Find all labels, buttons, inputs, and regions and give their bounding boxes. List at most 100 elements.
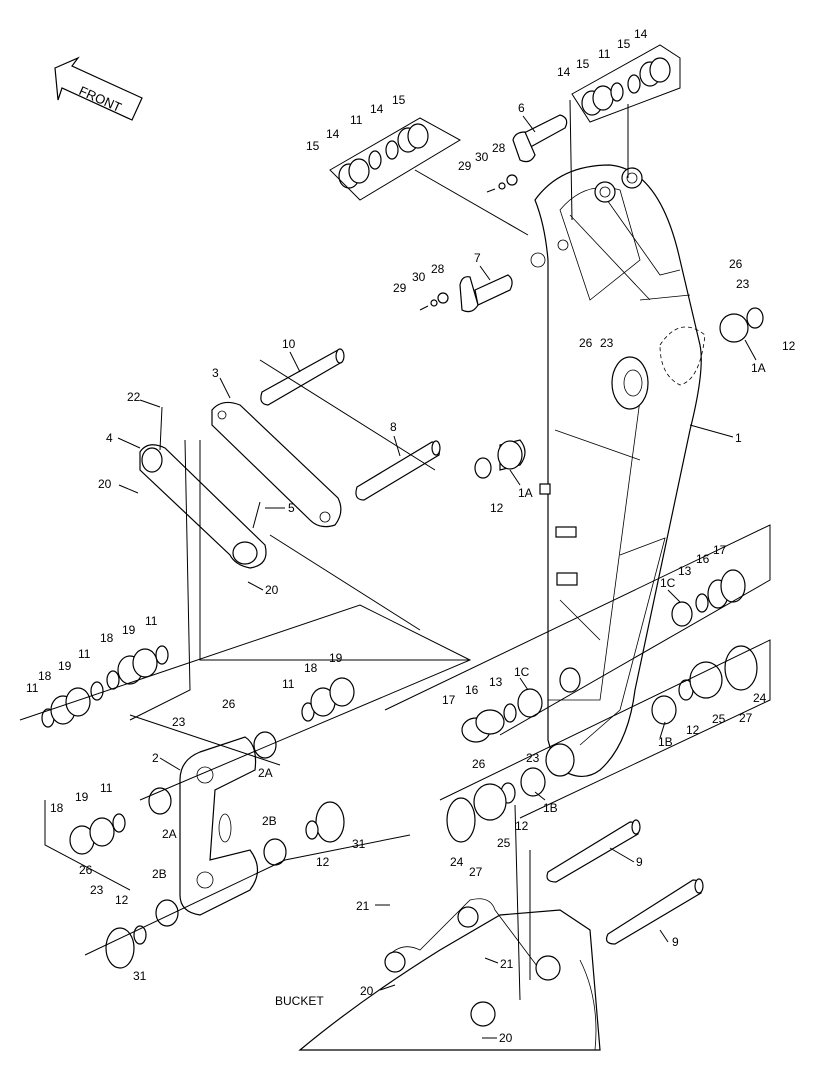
callout-12: 12 [782, 339, 796, 353]
bucket-label: BUCKET [275, 994, 324, 1008]
callout-26: 26 [472, 757, 486, 771]
callout-6: 6 [518, 101, 525, 115]
callout-1c: 1C [660, 576, 676, 590]
callout-1b: 1B [543, 801, 558, 815]
callout-20: 20 [499, 1031, 513, 1045]
callout-leaders [117, 115, 757, 1039]
callout-14: 14 [370, 102, 384, 116]
callout-18: 18 [50, 801, 64, 815]
callout-30: 30 [475, 150, 489, 164]
callout-2: 2 [152, 751, 159, 765]
callout-23: 23 [600, 336, 614, 350]
callout-26: 26 [79, 863, 93, 877]
callout-20: 20 [360, 984, 374, 998]
callout-11: 11 [78, 647, 91, 661]
callout-11: 11 [145, 614, 158, 628]
callout-14: 14 [326, 127, 340, 141]
callout-15: 15 [576, 57, 590, 71]
front-arrow: FRONT [54, 56, 143, 121]
callout-8: 8 [390, 420, 397, 434]
callout-14: 14 [634, 27, 648, 41]
callout-13: 13 [489, 675, 503, 689]
washer-stack-left-lower [69, 813, 126, 855]
callout-11: 11 [26, 681, 39, 695]
callout-22: 22 [127, 390, 141, 404]
callout-12: 12 [115, 893, 129, 907]
callout-25: 25 [497, 836, 511, 850]
callout-3: 3 [212, 366, 219, 380]
callout-27: 27 [739, 711, 753, 725]
callout-16: 16 [465, 683, 479, 697]
callout-21: 21 [500, 957, 514, 971]
bucket-outline [298, 898, 601, 1051]
callout-24: 24 [753, 691, 767, 705]
rod-part [139, 444, 267, 569]
callout-1a: 1A [518, 486, 533, 500]
callout-15: 15 [306, 139, 320, 153]
callout-5: 5 [288, 501, 295, 515]
callout-9: 9 [672, 935, 679, 949]
callout-12: 12 [686, 723, 700, 737]
pin-8 [355, 440, 441, 501]
callout-12: 12 [316, 855, 330, 869]
callout-24: 24 [450, 855, 464, 869]
callout-11: 11 [598, 47, 611, 61]
callout-19: 19 [122, 623, 136, 637]
callout-26: 26 [579, 336, 593, 350]
callout-2b: 2B [152, 867, 167, 881]
callout-10: 10 [282, 337, 296, 351]
callout-19: 19 [58, 659, 72, 673]
callout-23: 23 [526, 751, 540, 765]
callout-17: 17 [713, 543, 727, 557]
callout-26: 26 [729, 257, 743, 271]
washer-stack-top-left [338, 123, 429, 189]
callout-20: 20 [265, 583, 279, 597]
callout-2a: 2A [258, 766, 273, 780]
callout-23: 23 [90, 883, 104, 897]
callout-27: 27 [469, 865, 483, 879]
callout-2a: 2A [162, 827, 177, 841]
callout-9: 9 [636, 855, 643, 869]
callout-26: 26 [222, 697, 236, 711]
bolt-22 [159, 406, 163, 451]
bushing-1a-upper [719, 307, 764, 343]
washer-stack-right [671, 569, 746, 627]
callout-15: 15 [617, 37, 631, 51]
callout-25: 25 [712, 712, 726, 726]
callout-14: 14 [557, 65, 571, 79]
callout-18: 18 [38, 669, 52, 683]
callout-30: 30 [412, 270, 426, 284]
callout-11: 11 [350, 113, 363, 127]
callout-18: 18 [304, 661, 318, 675]
callout-12: 12 [490, 501, 504, 515]
callout-7: 7 [474, 251, 481, 265]
bushing-1a-mid [474, 439, 526, 479]
retainer-24-25-lower [446, 767, 546, 843]
pin-9-upper [546, 819, 641, 883]
callout-29: 29 [458, 159, 472, 173]
callout-28: 28 [492, 141, 506, 155]
pin-7 [459, 274, 513, 313]
washer-stack-center [461, 688, 543, 743]
washer-stack-left-mid [301, 677, 355, 722]
callout-23: 23 [172, 715, 186, 729]
callout-23: 23 [736, 277, 750, 291]
retainer-24-25-right [651, 645, 758, 725]
part-2-assembly [148, 731, 287, 927]
pin-6 [512, 114, 568, 163]
callout-16: 16 [696, 552, 710, 566]
callout-21: 21 [356, 899, 370, 913]
callout-28: 28 [431, 262, 445, 276]
bolt-5 [252, 501, 261, 529]
callout-12: 12 [515, 819, 529, 833]
callout-4: 4 [106, 431, 113, 445]
callout-1: 1 [735, 431, 742, 445]
washer-stack-left-upper [41, 645, 169, 728]
callout-1c: 1C [514, 665, 530, 679]
ring-31-right [315, 801, 345, 843]
callout-29: 29 [393, 281, 407, 295]
callout-31: 31 [352, 837, 366, 851]
callout-11: 11 [282, 677, 295, 691]
